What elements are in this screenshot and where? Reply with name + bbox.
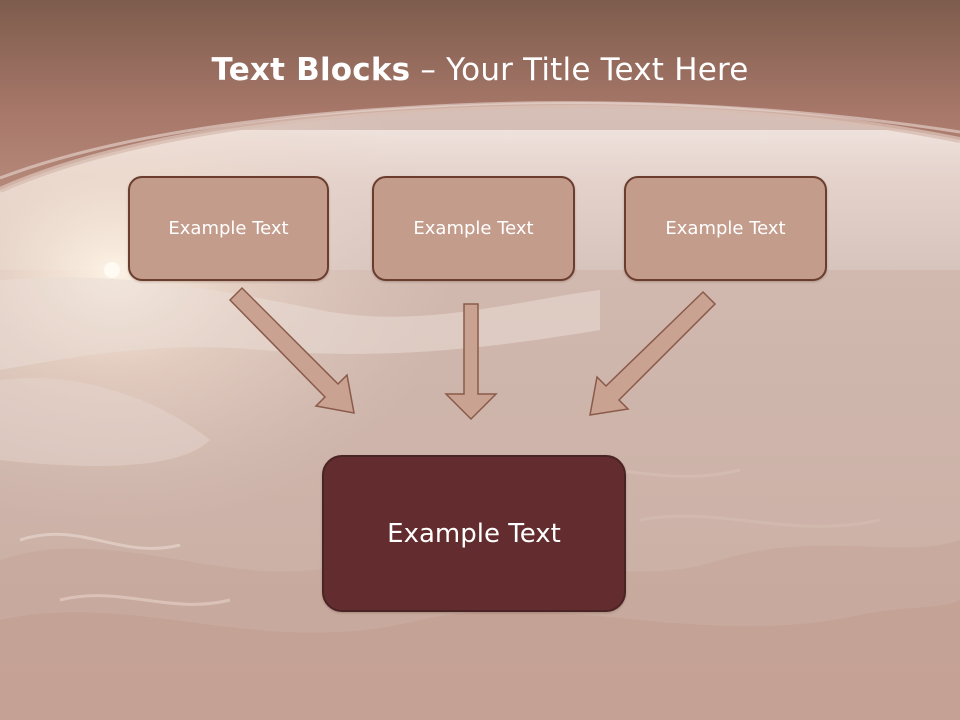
title-rest: Your Title Text Here	[446, 52, 749, 88]
title-bold: Text Blocks	[211, 52, 411, 88]
arrow-left-down	[228, 286, 355, 414]
slide-title: Text Blocks – Your Title Text Here	[0, 52, 960, 88]
main-text-block[interactable]: Example Text	[322, 455, 626, 612]
text-block-3[interactable]: Example Text	[624, 176, 827, 281]
arrow-center-down	[444, 303, 498, 421]
text-block-2[interactable]: Example Text	[372, 176, 575, 281]
title-dash: –	[410, 52, 447, 88]
text-block-1[interactable]: Example Text	[128, 176, 329, 281]
arrow-right-down	[589, 290, 717, 416]
